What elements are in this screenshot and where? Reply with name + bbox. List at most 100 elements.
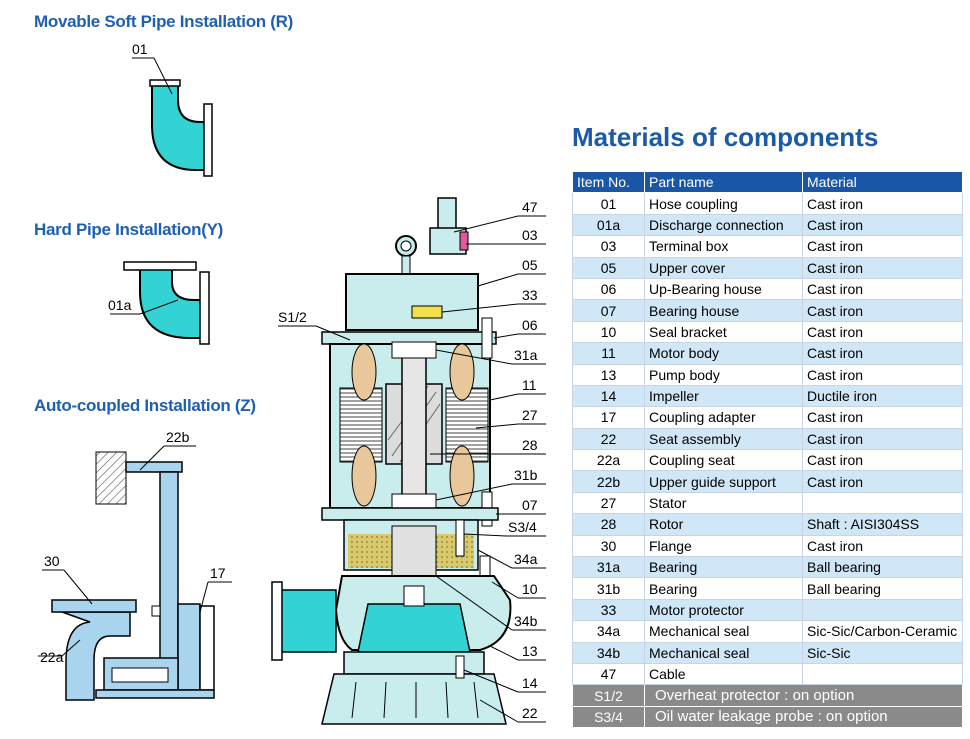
- part-name-cell: Mechanical seal: [644, 641, 803, 664]
- item-no-cell: 34b: [572, 641, 645, 664]
- material-cell: Ductile iron: [802, 384, 963, 408]
- option-no-cell: S3/4: [572, 705, 645, 729]
- material-cell: [802, 598, 963, 622]
- callout-10: 10: [522, 581, 538, 597]
- hose-coupling-elbow: [149, 79, 213, 177]
- material-cell: Cast iron: [802, 406, 963, 429]
- option-no-cell: S1/2: [572, 684, 645, 707]
- material-cell: Cast iron: [802, 470, 963, 493]
- callout-34a: 34a: [514, 551, 538, 567]
- item-no-cell: 10: [572, 320, 645, 344]
- callout-17: 17: [210, 565, 226, 581]
- material-cell: Shaft : AISI304SS: [802, 513, 963, 536]
- callout-47: 47: [522, 199, 538, 215]
- material-cell: Cast iron: [802, 427, 963, 451]
- callout-01a: 01a: [108, 297, 132, 313]
- part-name-cell: Motor protector: [644, 598, 803, 622]
- callout-01: 01: [132, 41, 148, 57]
- material-cell: Cast iron: [802, 192, 963, 215]
- material-cell: Cast iron: [802, 213, 963, 237]
- discharge-connection-elbow: [123, 261, 210, 345]
- item-no-cell: 11: [572, 342, 645, 365]
- item-no-cell: 30: [572, 534, 645, 558]
- auto-coupled-title: Auto-coupled Installation (Z): [34, 396, 256, 415]
- item-no-cell: 05: [572, 256, 645, 279]
- hard-pipe-title: Hard Pipe Installation(Y): [34, 220, 223, 239]
- part-name-cell: Stator: [644, 491, 803, 515]
- material-cell: Ball bearing: [802, 577, 963, 600]
- leader-lines: [278, 215, 546, 723]
- material-cell: Sic-Sic: [802, 641, 963, 664]
- part-name-cell: Impeller: [644, 384, 803, 408]
- item-no-cell: 03: [572, 235, 645, 258]
- option-text-cell: Oil water leakage probe : on option: [644, 705, 963, 729]
- part-name-cell: Seat assembly: [644, 427, 803, 451]
- item-no-cell: 28: [572, 513, 645, 536]
- callout-s34: S3/4: [508, 519, 537, 535]
- material-cell: Cast iron: [802, 299, 963, 322]
- material-cell: Cast iron: [802, 534, 963, 558]
- callout-07: 07: [522, 497, 538, 513]
- header-material: Material: [802, 170, 963, 194]
- part-name-cell: Bearing house: [644, 299, 803, 322]
- option-text-cell: Overheat protector : on option: [644, 684, 963, 707]
- material-cell: Cast iron: [802, 449, 963, 472]
- callout-30: 30: [44, 553, 60, 569]
- part-name-cell: Pump body: [644, 363, 803, 386]
- callout-13: 13: [522, 643, 538, 659]
- item-no-cell: 31b: [572, 577, 645, 600]
- material-cell: Cast iron: [802, 320, 963, 344]
- item-no-cell: 47: [572, 662, 645, 686]
- callout-27: 27: [522, 407, 538, 423]
- material-cell: Cast iron: [802, 277, 963, 301]
- callout-05: 05: [522, 257, 538, 273]
- part-name-cell: Upper cover: [644, 256, 803, 279]
- part-name-cell: Terminal box: [644, 235, 803, 258]
- callout-22b: 22b: [166, 429, 190, 445]
- part-name-cell: Coupling seat: [644, 449, 803, 472]
- callout-33: 33: [522, 287, 538, 303]
- part-name-cell: Bearing: [644, 577, 803, 600]
- part-name-cell: Rotor: [644, 513, 803, 536]
- material-cell: Sic-Sic/Carbon-Ceramic: [802, 620, 963, 643]
- part-name-cell: Hose coupling: [644, 192, 803, 215]
- material-cell: Cast iron: [802, 363, 963, 386]
- material-cell: Cast iron: [802, 235, 963, 258]
- item-no-cell: 01a: [572, 213, 645, 237]
- callout-14: 14: [522, 675, 538, 691]
- part-name-cell: Up-Bearing house: [644, 277, 803, 301]
- callout-s12: S1/2: [278, 309, 307, 325]
- header-item-no: Item No.: [572, 170, 645, 194]
- callout-34b: 34b: [514, 613, 538, 629]
- material-cell: [802, 662, 963, 686]
- item-no-cell: 06: [572, 277, 645, 301]
- part-name-cell: Coupling adapter: [644, 406, 803, 429]
- material-cell: [802, 491, 963, 515]
- item-no-cell: 27: [572, 491, 645, 515]
- item-no-cell: 33: [572, 598, 645, 622]
- item-no-cell: 17: [572, 406, 645, 429]
- callout-22: 22: [522, 705, 538, 721]
- part-name-cell: Flange: [644, 534, 803, 558]
